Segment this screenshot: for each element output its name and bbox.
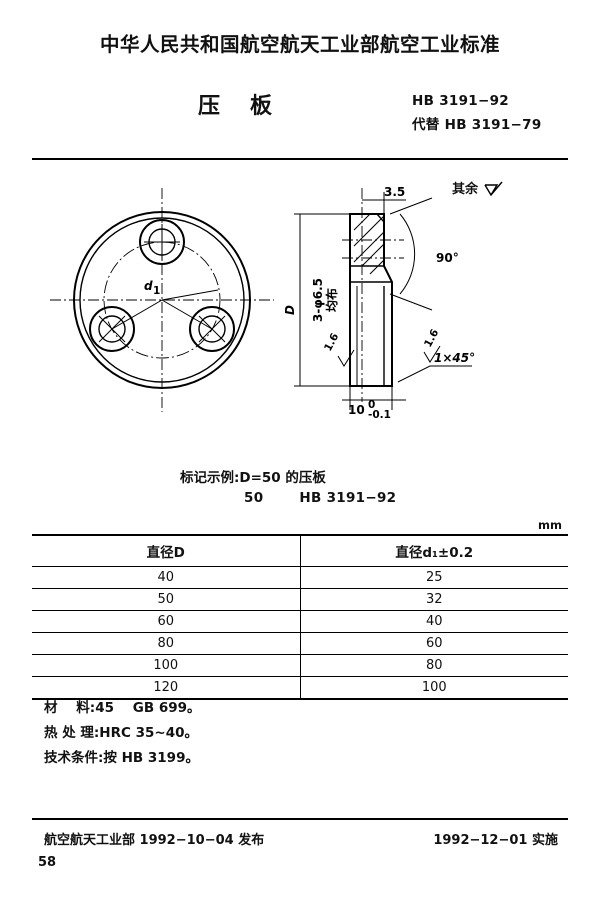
marking-example-line2: 50 HB 3191−92 bbox=[244, 490, 396, 506]
dim-angle-label: 90° bbox=[436, 251, 459, 265]
marking-example-standard: HB 3191−92 bbox=[299, 490, 397, 506]
cell-diameter-d1: 25 bbox=[300, 566, 568, 589]
note-heat-treatment: 热 处 理:HRC 35~40。 bbox=[44, 725, 198, 741]
cell-diameter-d1: 80 bbox=[300, 654, 568, 677]
footer-divider-rule bbox=[32, 818, 568, 820]
specification-table: 直径D 直径d₁±0.2 40 25 50 32 60 40 80 60 100 bbox=[32, 534, 568, 700]
marking-example-line1: 标记示例:D=50 的压板 bbox=[180, 470, 326, 486]
dim-height-tol-lower: -0.1 bbox=[368, 409, 391, 421]
technical-drawing-area: d 1 bbox=[32, 170, 568, 430]
front-view-hole-top bbox=[139, 219, 185, 265]
part-name-title: 压板 bbox=[198, 94, 303, 119]
roughness-left-label: 1.6 bbox=[322, 331, 341, 353]
dim-holes-label: 3-φ6.5 bbox=[311, 278, 325, 322]
note-technical-conditions: 技术条件:按 HB 3199。 bbox=[44, 750, 199, 766]
cell-diameter-d1: 60 bbox=[300, 632, 568, 655]
dim-holes-note-label: 均布 bbox=[324, 288, 339, 312]
table-row: 40 25 bbox=[32, 566, 568, 589]
standard-number: HB 3191−92 bbox=[412, 93, 509, 109]
document-title: 中华人民共和国航空航天工业部航空工业标准 bbox=[99, 33, 500, 56]
table-row: 60 40 bbox=[32, 610, 568, 633]
table-unit-label: mm bbox=[538, 518, 562, 532]
table-header-diameter-d: 直径D bbox=[32, 534, 301, 567]
dim-D-label: D bbox=[283, 305, 297, 315]
dim-chamfer-label: 1×45° bbox=[434, 351, 475, 365]
cell-diameter-d1: 40 bbox=[300, 610, 568, 633]
section-view-drawing: 3.5 90° D 3-φ6.5 均布 1.6 bbox=[283, 185, 475, 421]
dim-3-5-label: 3.5 bbox=[384, 185, 405, 199]
technical-notes: 材 料:45 GB 699。 热 处 理:HRC 35~40。 技术条件:按 H… bbox=[44, 696, 201, 771]
cell-diameter-d: 40 bbox=[32, 566, 301, 589]
cell-diameter-d1: 100 bbox=[300, 676, 568, 700]
table-row: 80 60 bbox=[32, 632, 568, 655]
cell-diameter-d: 100 bbox=[32, 654, 301, 677]
front-view-d1-subscript: 1 bbox=[153, 285, 160, 297]
table-row: 50 32 bbox=[32, 588, 568, 611]
table-row: 120 100 bbox=[32, 676, 568, 700]
footer-effective-date: 1992−12−01 实施 bbox=[433, 833, 558, 848]
cell-diameter-d: 80 bbox=[32, 632, 301, 655]
table-row: 100 80 bbox=[32, 654, 568, 677]
page-number: 58 bbox=[38, 855, 57, 870]
front-view-drawing: d 1 bbox=[50, 188, 274, 412]
table-header-row: 直径D 直径d₁±0.2 bbox=[32, 534, 568, 567]
table-header-diameter-d1: 直径d₁±0.2 bbox=[300, 534, 568, 567]
cell-diameter-d: 120 bbox=[32, 676, 301, 700]
cell-diameter-d: 50 bbox=[32, 588, 301, 611]
roughness-symbol-icon bbox=[483, 181, 503, 197]
dim-height-tol-upper: 0 bbox=[368, 399, 375, 411]
surface-finish-note: 其余 bbox=[452, 178, 505, 197]
header-divider-rule bbox=[32, 158, 568, 160]
cell-diameter-d1: 32 bbox=[300, 588, 568, 611]
replaced-standard-number: 代替 HB 3191−79 bbox=[412, 117, 542, 133]
note-material: 材 料:45 GB 699。 bbox=[44, 700, 201, 716]
dim-height-label: 10 bbox=[348, 403, 365, 417]
roughness-right-label: 1.6 bbox=[422, 327, 441, 349]
marking-example-size: 50 bbox=[244, 490, 264, 506]
front-view-d1-label: d bbox=[144, 279, 153, 293]
surface-finish-label: 其余 bbox=[452, 182, 479, 197]
cell-diameter-d: 60 bbox=[32, 610, 301, 633]
footer-issuer: 航空航天工业部 1992−10−04 发布 bbox=[44, 833, 265, 848]
